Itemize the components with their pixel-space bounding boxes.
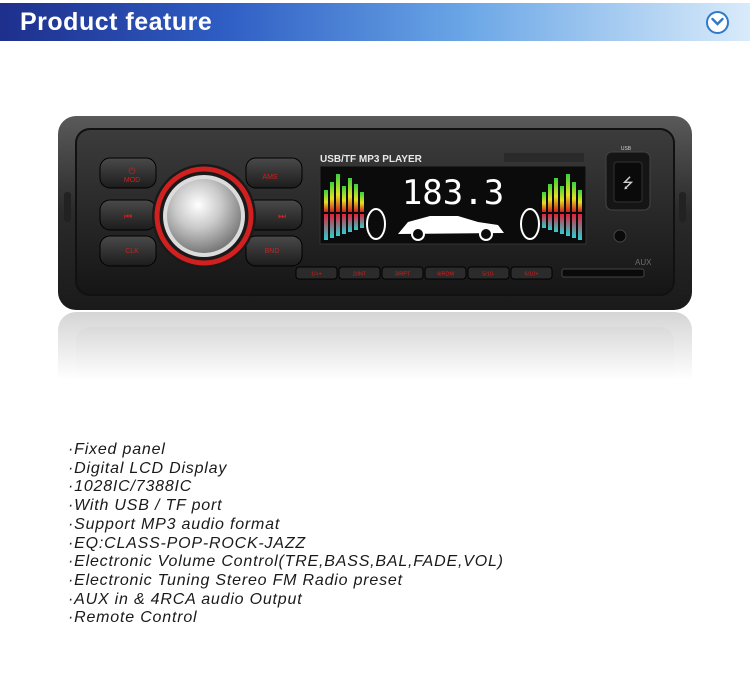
preset-buttons: 1/>+ 2/INT 3/RPT 4/RDM 5/10- 6/10+ [295, 266, 553, 280]
svg-text:USB: USB [621, 146, 632, 152]
feature-item: ·Electronic Tuning Stereo FM Radio prese… [68, 571, 403, 589]
model-label: USB/TF MP3 PLAYER [320, 154, 423, 165]
feature-item: ·Digital LCD Display [68, 459, 228, 477]
feature-item: ·With USB / TF port [68, 497, 223, 515]
page-title: Product feature [20, 8, 213, 36]
lcd-display: 183.3 [319, 165, 587, 245]
feature-item: ·Electronic Volume Control(TRE,BASS,BAL,… [68, 553, 504, 571]
svg-text:BND: BND [265, 248, 280, 255]
car-icon [398, 216, 504, 234]
chevron-down-button[interactable] [706, 11, 729, 34]
feature-list: ·Fixed panel ·Digital LCD Display ·1028I… [68, 441, 504, 628]
preset-button-3[interactable]: 3/RPT [381, 266, 424, 280]
car-stereo-image: MOD ⏻ ⏮ CLK AMS ⏭ BND [58, 116, 692, 310]
preset-label: 5/10- [482, 272, 495, 278]
feature-item: ·EQ:CLASS-POP-ROCK-JAZZ [68, 534, 306, 552]
chevron-down-icon [711, 17, 724, 26]
button-bnd[interactable]: BND [245, 235, 303, 267]
feature-item: ·Support MP3 audio format [68, 515, 281, 533]
feature-item: ·Fixed panel [68, 441, 166, 458]
feature-item: ·Remote Control [68, 609, 198, 627]
preset-label: 1/>+ [311, 272, 322, 278]
tf-card-slot[interactable] [561, 268, 645, 278]
preset-label: 6/10+ [525, 272, 539, 278]
svg-text:CLK: CLK [125, 248, 139, 255]
speaker-left-icon [366, 208, 386, 240]
preset-label: 4/RDM [437, 272, 455, 278]
aux-jack[interactable] [613, 229, 627, 243]
display-frequency: 183.3 [402, 173, 504, 213]
button-prev[interactable]: ⏮ [99, 199, 157, 231]
preset-button-4[interactable]: 4/RDM [424, 266, 467, 280]
button-ams[interactable]: AMS [245, 157, 303, 189]
preset-label: 2/INT [353, 272, 367, 278]
preset-button-2[interactable]: 2/INT [338, 266, 381, 280]
feature-item: ·AUX in & 4RCA audio Output [68, 590, 303, 608]
preset-button-6[interactable]: 6/10+ [510, 266, 553, 280]
speaker-right-icon [520, 208, 540, 240]
svg-text:AMS: AMS [262, 174, 278, 181]
preset-button-5[interactable]: 5/10- [467, 266, 510, 280]
svg-text:⏻: ⏻ [128, 166, 135, 177]
svg-text:⏮: ⏮ [124, 212, 132, 222]
svg-text:MOD: MOD [124, 177, 140, 184]
preset-label: 3/RPT [395, 272, 411, 278]
preset-button-1[interactable]: 1/>+ [295, 266, 338, 280]
button-mod[interactable]: MOD ⏻ [99, 157, 157, 189]
aux-label: AUX [635, 258, 652, 267]
stereo-reflection [58, 312, 692, 392]
button-clk[interactable]: CLK [99, 235, 157, 267]
feature-item: ·1028IC/7388IC [68, 478, 193, 496]
svg-text:⏭: ⏭ [278, 212, 286, 222]
usb-port[interactable]: USB ⭍ [605, 146, 651, 211]
usb-icon: ⭍ [622, 176, 634, 192]
volume-knob[interactable] [152, 164, 256, 268]
header-banner: Product feature [0, 3, 750, 41]
